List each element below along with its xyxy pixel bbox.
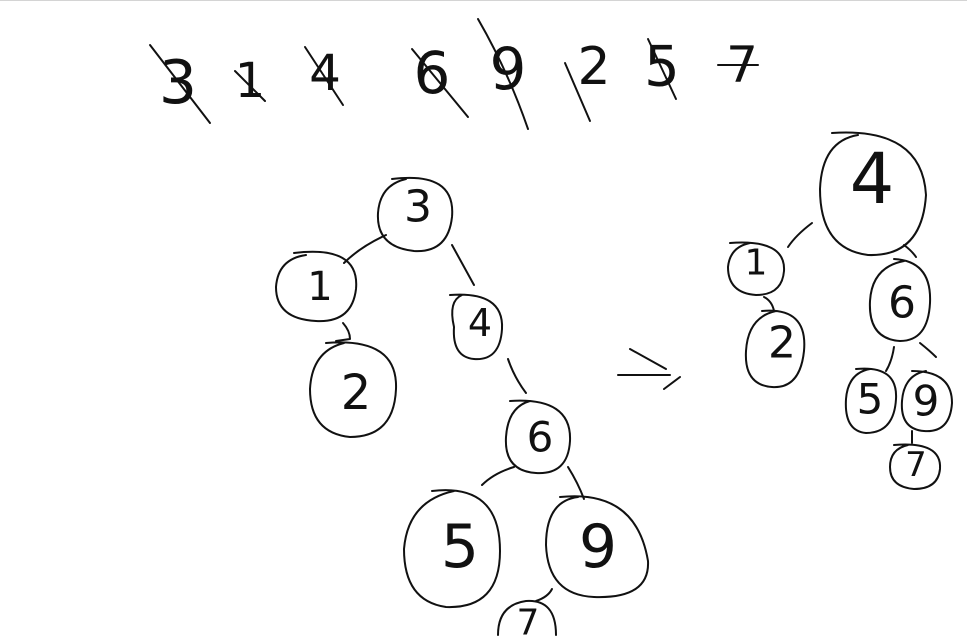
tree-edge xyxy=(536,589,552,601)
tree-before: 3 1 2 4 6 5 9 xyxy=(276,178,648,636)
tree-node[interactable]: 2 xyxy=(746,311,804,387)
tree-node[interactable]: 6 xyxy=(870,259,930,341)
sequence-digit: 2 xyxy=(577,37,610,97)
tree-edge xyxy=(482,467,514,485)
sequence-item-4: 9 xyxy=(478,19,528,129)
tree-node[interactable]: 7 xyxy=(498,601,556,636)
tree-node[interactable]: 2 xyxy=(310,342,396,437)
node-label: 6 xyxy=(888,278,916,329)
sequence-digit: 9 xyxy=(490,35,527,103)
tree-node[interactable]: 1 xyxy=(728,243,784,296)
tree-edge xyxy=(920,343,936,357)
sequence-digit: 1 xyxy=(235,53,266,109)
transform-arrow: -> xyxy=(618,349,680,389)
node-label: 2 xyxy=(341,365,372,421)
tree-edge xyxy=(764,297,774,311)
tree-node[interactable]: 7 xyxy=(890,445,940,490)
tree-node[interactable]: 4 xyxy=(820,133,926,256)
sequence-item-5: 2 xyxy=(565,37,611,121)
tree-edge xyxy=(508,359,526,393)
tree-after: 4 1 2 6 5 9 7 xyxy=(728,133,952,489)
tree-edge xyxy=(452,245,474,285)
sequence-item-3: 6 xyxy=(412,39,468,117)
node-label: 6 xyxy=(527,413,554,462)
tree-edge xyxy=(904,245,916,257)
tree-edge xyxy=(886,347,894,371)
number-sequence: 3 1 4 6 9 2 5 xyxy=(150,19,758,129)
sequence-item-6: 5 xyxy=(644,35,680,100)
node-label: 4 xyxy=(468,301,492,345)
arrow-head xyxy=(630,349,680,389)
sequence-item-7: 7 xyxy=(718,36,758,94)
node-label: 1 xyxy=(307,264,332,310)
tree-edge xyxy=(344,235,386,263)
tree-edge xyxy=(788,223,812,247)
sequence-item-0: 3 xyxy=(150,45,210,123)
node-label: 9 xyxy=(913,377,940,426)
node-label: 4 xyxy=(850,138,895,220)
tree-node[interactable]: 9 xyxy=(546,496,648,597)
sequence-item-1: 1 xyxy=(235,53,266,109)
node-label: 3 xyxy=(404,182,432,233)
tree-edge xyxy=(336,323,350,341)
node-label: 2 xyxy=(768,318,796,369)
tree-node[interactable]: 6 xyxy=(506,401,570,473)
sequence-item-2: 4 xyxy=(305,44,343,105)
tree-node[interactable]: 5 xyxy=(404,490,500,607)
tree-edge xyxy=(568,467,584,499)
node-label: 1 xyxy=(745,243,768,284)
node-label: 5 xyxy=(441,512,479,582)
node-label: 7 xyxy=(517,603,540,636)
tree-node[interactable]: 5 xyxy=(846,369,896,433)
node-label: 7 xyxy=(905,445,927,485)
tree-node[interactable]: 3 xyxy=(378,178,452,251)
node-label: 9 xyxy=(579,512,617,582)
node-label: 5 xyxy=(857,375,884,424)
tree-node[interactable]: 4 xyxy=(450,295,502,359)
tree-node[interactable]: 9 xyxy=(902,371,952,431)
